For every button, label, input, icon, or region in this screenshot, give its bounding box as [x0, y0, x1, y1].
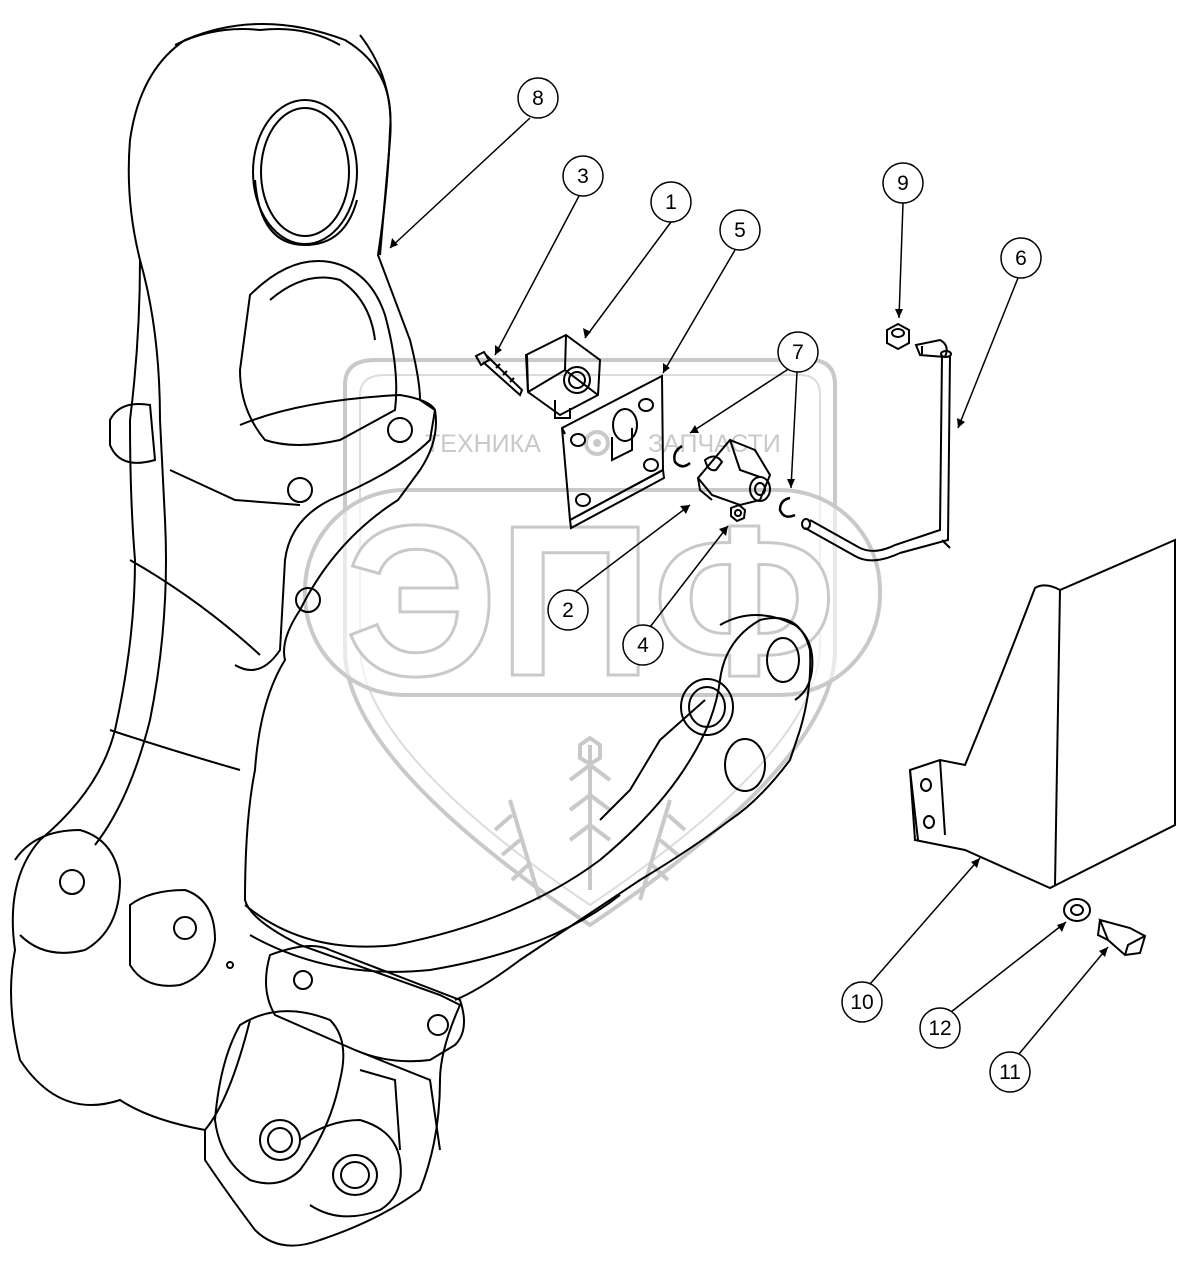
nut-9 — [886, 322, 910, 351]
gear-icon — [584, 430, 610, 456]
rod — [801, 350, 952, 562]
watermark-logo-text: ЭПФ — [345, 480, 836, 721]
cover-plate — [908, 538, 1176, 890]
callout-6: 6 — [957, 237, 1042, 429]
svg-text:10: 10 — [850, 991, 873, 1014]
callout-11: 11 — [989, 946, 1109, 1093]
lift-arm — [10, 23, 465, 1247]
sensor — [524, 333, 602, 419]
watermark-shield-inner — [359, 374, 821, 907]
svg-text:11: 11 — [999, 1061, 1021, 1084]
arm-top-bore — [252, 99, 358, 245]
callout-2: 2 — [547, 504, 691, 631]
ball-stud — [914, 338, 948, 359]
callout-1: 1 — [583, 181, 692, 339]
bracket-plate — [560, 374, 666, 530]
callout-9: 9 — [882, 162, 924, 319]
svg-text:5: 5 — [734, 219, 746, 242]
svg-text:12: 12 — [928, 1017, 951, 1040]
wheat-icon — [493, 735, 687, 901]
callout-10: 10 — [841, 857, 981, 1023]
svg-text:9: 9 — [897, 172, 909, 195]
clip-7b — [778, 496, 796, 518]
svg-text:8: 8 — [532, 87, 544, 110]
callout-8: 8 — [389, 77, 559, 249]
callout-3: 3 — [494, 155, 604, 356]
watermark-right-text: ЗАПЧАСТИ — [648, 430, 781, 458]
washer-12 — [1063, 898, 1091, 922]
link-arm — [244, 614, 814, 1001]
bolt-3 — [474, 350, 524, 397]
svg-text:4: 4 — [637, 634, 649, 657]
nut-4 — [730, 503, 747, 523]
svg-text:2: 2 — [562, 599, 574, 622]
watermark-logo: ТЕХНИКА ЗАПЧАСТИ ЭПФ — [303, 358, 882, 928]
callout-4: 4 — [622, 525, 729, 666]
callout-12: 12 — [919, 921, 1067, 1049]
callout-7: 7 — [689, 331, 819, 489]
svg-text:6: 6 — [1015, 247, 1027, 270]
clip-7a — [673, 444, 691, 468]
watermark-left-text: ТЕХНИКА — [425, 430, 541, 458]
bolt-11 — [1096, 918, 1147, 957]
svg-text:3: 3 — [577, 165, 589, 188]
watermark-oval — [303, 488, 882, 697]
lever-bracket — [696, 438, 772, 507]
callout-5: 5 — [662, 209, 761, 374]
svg-text:7: 7 — [792, 341, 804, 364]
svg-text:1: 1 — [665, 191, 677, 214]
